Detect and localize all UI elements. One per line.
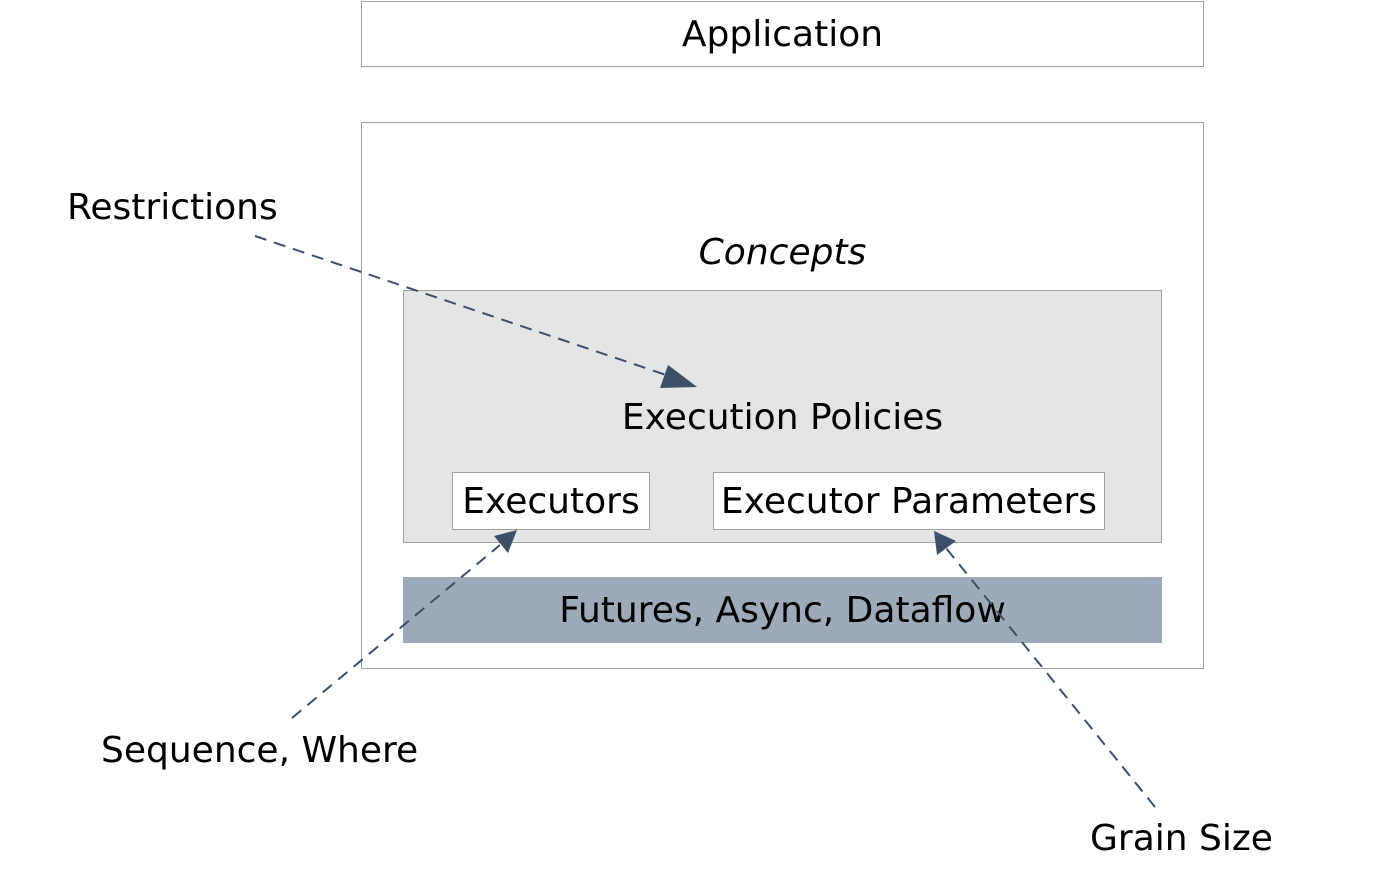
sequence-where-label: Sequence, Where	[101, 730, 419, 771]
concepts-title: Concepts	[698, 232, 867, 273]
restrictions-label: Restrictions	[67, 187, 278, 228]
executor-parameters-box: Executor Parameters	[713, 472, 1105, 530]
execution-policies-title: Execution Policies	[621, 397, 944, 438]
application-box: Application	[361, 1, 1204, 67]
futures-bar: Futures, Async, Dataflow	[403, 577, 1162, 643]
futures-label: Futures, Async, Dataflow	[559, 589, 1006, 631]
grain-size-label: Grain Size	[1090, 818, 1273, 859]
application-label: Application	[681, 13, 884, 55]
executors-box: Executors	[452, 472, 650, 530]
executor-parameters-label: Executor Parameters	[720, 480, 1098, 522]
executors-label: Executors	[462, 480, 640, 522]
